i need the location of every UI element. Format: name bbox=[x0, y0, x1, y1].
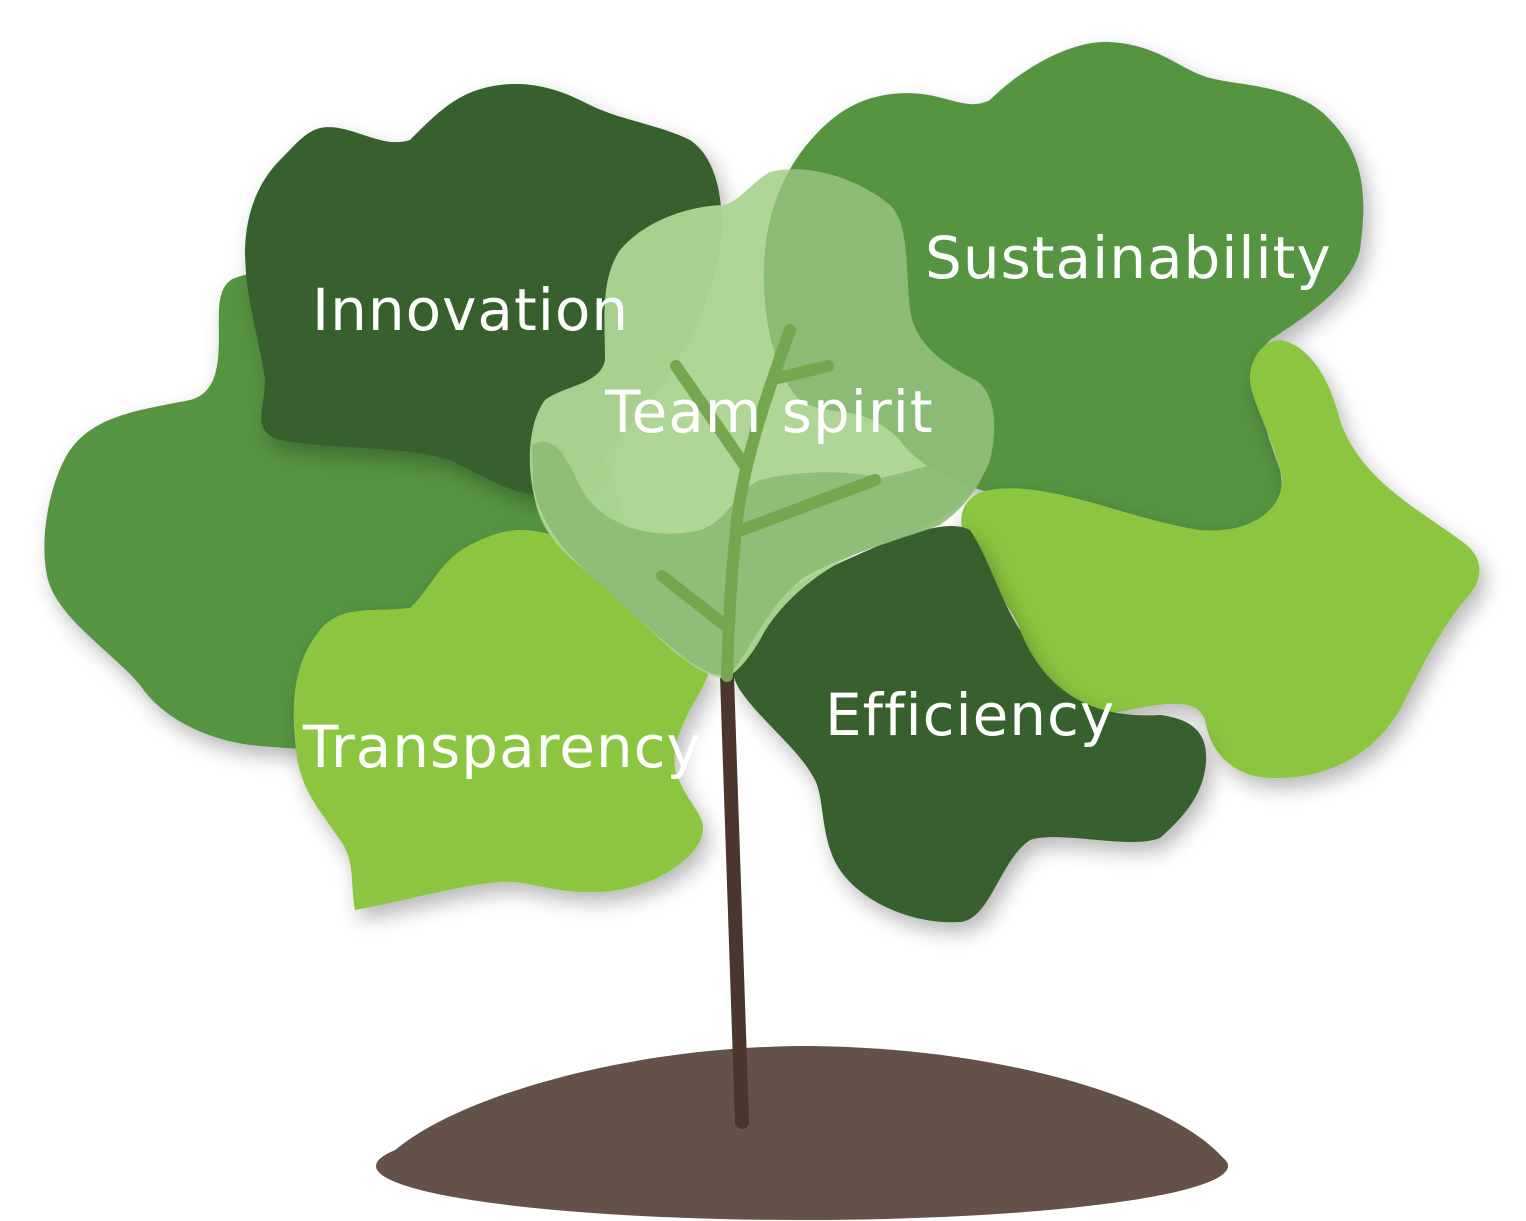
leaf-transparency bbox=[293, 530, 710, 910]
label-efficiency: Efficiency bbox=[825, 681, 1115, 749]
leaf-right-light-green bbox=[961, 340, 1480, 779]
label-sustainability: Sustainability bbox=[925, 224, 1332, 292]
leaf-team-spirit bbox=[529, 169, 995, 682]
label-innovation: Innovation bbox=[312, 276, 629, 344]
leaf-veins bbox=[656, 324, 881, 682]
leaf-efficiency bbox=[731, 525, 1207, 923]
tree-trunk bbox=[720, 669, 749, 1129]
soil-mound-top bbox=[378, 1046, 1228, 1168]
label-team-spirit: Team spirit bbox=[604, 378, 934, 446]
label-transparency: Transparency bbox=[302, 713, 702, 781]
